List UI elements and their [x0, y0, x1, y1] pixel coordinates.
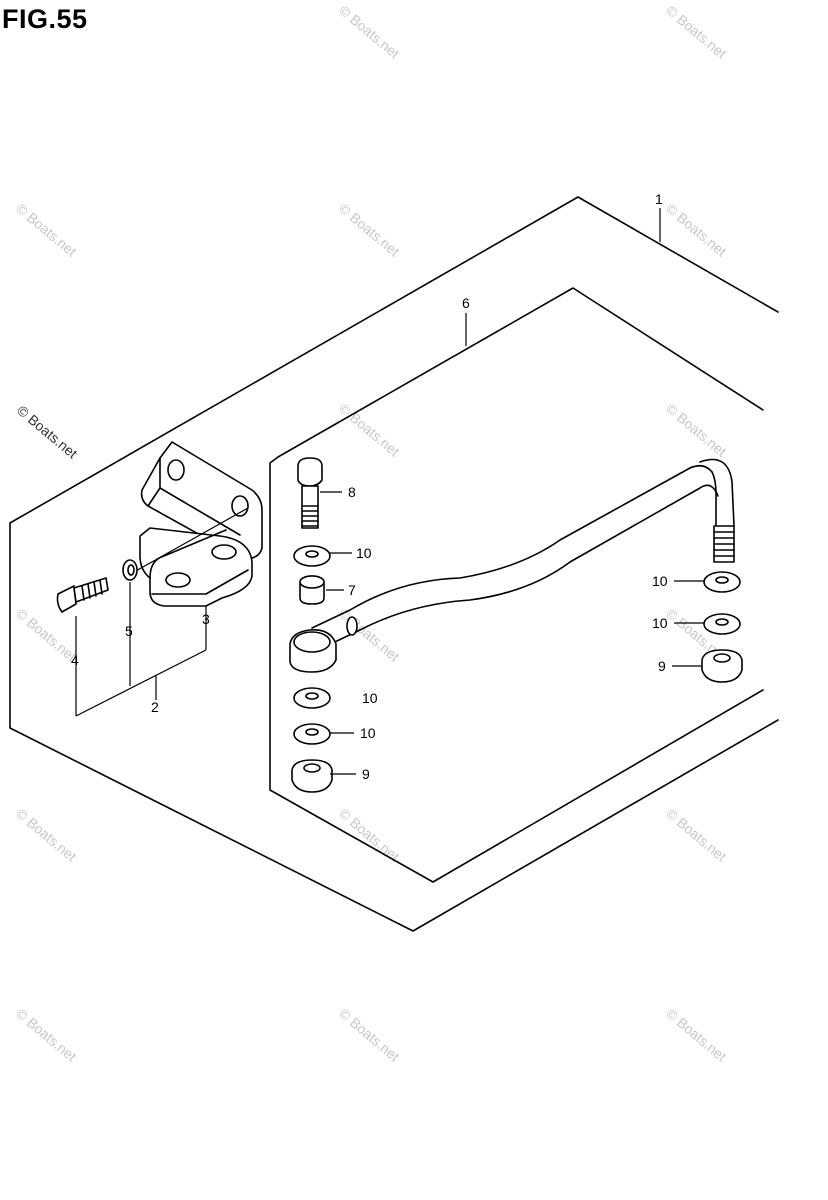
callout-9: 9 [362, 766, 370, 782]
watermark: © Boats.net [336, 200, 403, 259]
subassembly-outline [269, 287, 764, 883]
callout-10: 10 [356, 545, 372, 561]
watermark: © Boats.net [336, 805, 403, 864]
figure-title: FIG.55 [2, 4, 88, 34]
bracket [133, 441, 263, 607]
watermark: © Boats.net [663, 805, 730, 864]
callout-8: 8 [348, 484, 356, 500]
assembly-outline [9, 196, 779, 932]
bushing-7 [299, 575, 325, 605]
watermark: © Boats.net [663, 1005, 730, 1064]
callout-7: 7 [348, 582, 356, 598]
callout-2: 2 [151, 699, 159, 715]
callout-10: 10 [360, 725, 376, 741]
callout-9: 9 [658, 658, 666, 674]
callout-numbers: 1 6 8 10 7 10 10 9 10 10 9 3 5 4 2 [71, 191, 668, 782]
washer-10 [703, 613, 741, 635]
washer-5 [122, 559, 138, 581]
watermark: © Boats.net [663, 2, 730, 61]
washer-10 [293, 545, 331, 567]
watermark: © Boats.net [13, 200, 80, 259]
washer-10 [293, 723, 331, 745]
watermark: © Boats.net [336, 605, 403, 664]
watermark: © Boats.net [13, 805, 80, 864]
callout-4: 4 [71, 652, 79, 668]
callout-1: 1 [655, 191, 663, 207]
callout-10: 10 [652, 615, 668, 631]
watermark: © Boats.net [663, 200, 730, 259]
leader-lines [75, 208, 704, 775]
watermark: © Boats.net [13, 605, 80, 664]
washer-10 [293, 687, 331, 709]
watermarks: © Boats.net © Boats.net © Boats.net © Bo… [13, 2, 730, 1064]
watermark: © Boats.net [663, 400, 730, 459]
watermark: © Boats.net [336, 400, 403, 459]
watermark: © Boats.net [13, 1005, 80, 1064]
watermark-dark: © Boats.net [14, 402, 81, 461]
watermark: © Boats.net [336, 1005, 403, 1064]
nut-9 [291, 759, 333, 793]
washer-10 [703, 571, 741, 593]
bolt-8 [297, 457, 323, 529]
callout-3: 3 [202, 611, 210, 627]
callout-6: 6 [462, 295, 470, 311]
nut-9 [701, 649, 743, 683]
callout-10: 10 [652, 573, 668, 589]
bolt-4 [56, 577, 109, 613]
callout-10: 10 [362, 690, 378, 706]
callout-5: 5 [125, 623, 133, 639]
watermark: © Boats.net [336, 2, 403, 61]
link-rod [289, 458, 735, 673]
